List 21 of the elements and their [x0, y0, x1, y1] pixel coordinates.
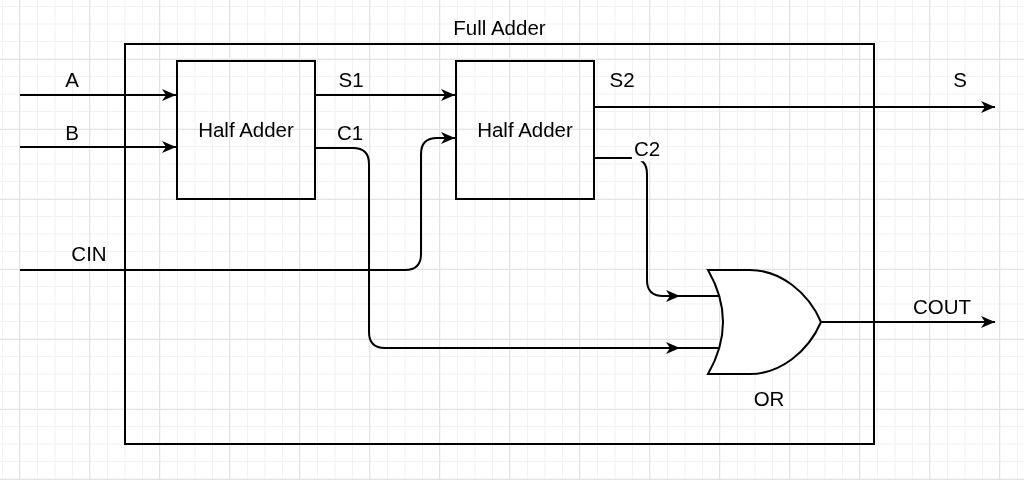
- module-box: Half Adder: [455, 60, 595, 200]
- arrow: [594, 101, 996, 113]
- arrow: [19, 89, 177, 101]
- module-box: Half Adder: [176, 60, 316, 200]
- arrow: [594, 157, 681, 302]
- edge-label: S2: [609, 68, 635, 92]
- arrow: [315, 89, 456, 101]
- arrow: [19, 141, 177, 153]
- edge-label: A: [65, 68, 79, 92]
- edge-label: B: [65, 121, 79, 145]
- arrow: [315, 147, 681, 354]
- edge-label: C2: [631, 137, 663, 161]
- arrow: [19, 132, 456, 271]
- edge-label: S1: [338, 68, 364, 92]
- signal-label: S: [953, 68, 967, 92]
- block-title: Full Adder: [453, 16, 546, 40]
- edge-label: C1: [336, 121, 364, 145]
- edge-label: COUT: [912, 295, 972, 319]
- arrow: [821, 316, 996, 328]
- edge-label: CIN: [71, 242, 107, 266]
- gate-label: OR: [753, 387, 785, 411]
